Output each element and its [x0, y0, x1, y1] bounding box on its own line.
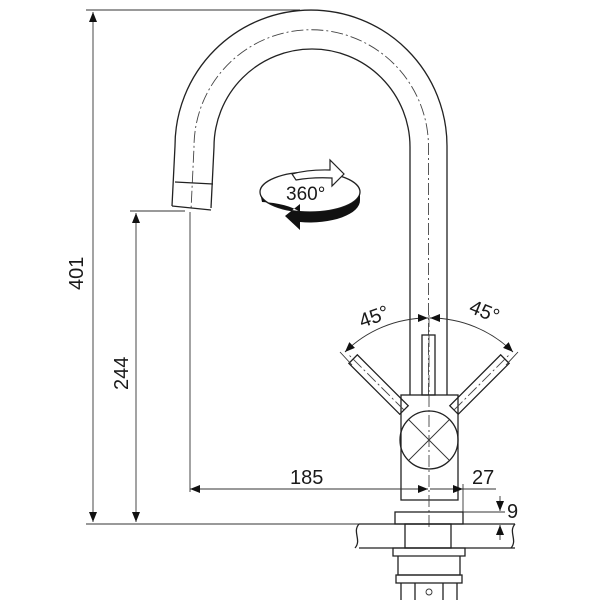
rotation-label: 360°	[286, 184, 325, 205]
base-and-worktop	[354, 496, 516, 600]
spout	[171, 9, 448, 492]
faucet-body	[399, 315, 459, 530]
angle-right-label: 45°	[466, 296, 502, 328]
height-dimension-244	[130, 210, 185, 522]
dim-27-label: 27	[472, 467, 494, 489]
dim-244-label: 244	[111, 357, 133, 390]
angle-left-label: 45°	[356, 302, 392, 333]
angle-dimension	[339, 313, 519, 366]
lever-right	[448, 353, 511, 416]
height-dimension-401	[86, 9, 300, 522]
reach-dimension-185	[190, 484, 496, 512]
dim-185-label: 185	[290, 467, 323, 489]
lever-left	[347, 353, 410, 416]
dim-9-label: 9	[507, 501, 518, 523]
rotation-360-icon	[259, 158, 361, 230]
dim-401-label: 401	[66, 257, 88, 290]
